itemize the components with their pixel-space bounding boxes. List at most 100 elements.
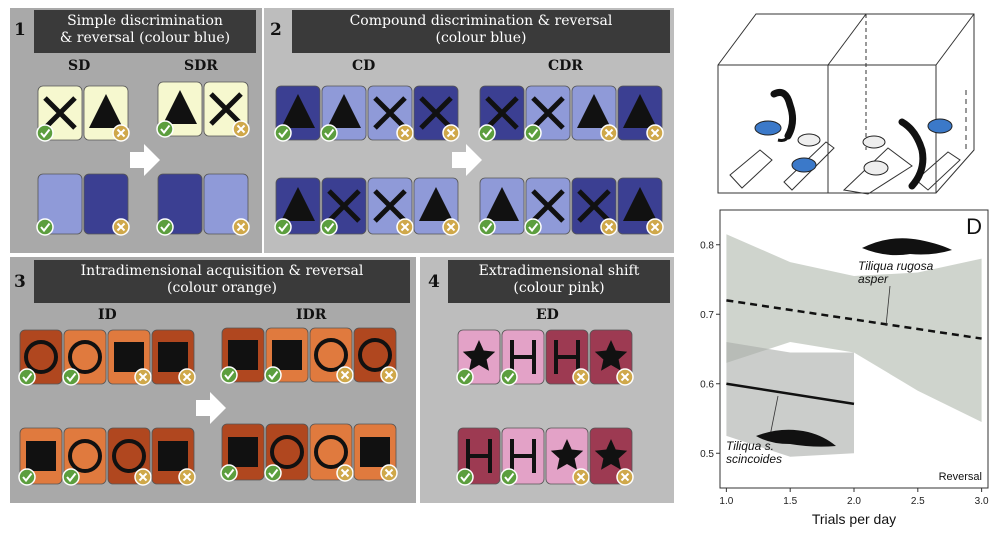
square-shape	[360, 437, 390, 467]
check-badge-icon	[220, 366, 238, 384]
check-badge-icon	[62, 368, 80, 386]
square-shape	[228, 340, 258, 370]
check-badge-icon	[156, 120, 174, 138]
triangle-shape	[577, 94, 611, 128]
label-sdr: SDR	[184, 58, 218, 74]
stimulus-card	[18, 427, 63, 486]
hide-block-left	[729, 149, 773, 189]
stimulus-card	[264, 423, 309, 482]
label-sd: SD	[68, 58, 91, 74]
stimulus-card	[478, 177, 525, 236]
panel-letter: D	[966, 214, 982, 239]
series-label-2: Tiliqua s.scincoides	[726, 439, 782, 466]
cross-shape	[209, 92, 243, 126]
cross-shape	[577, 189, 611, 223]
stimulus-card	[62, 329, 107, 386]
x-badge-icon	[336, 464, 354, 482]
panel-label: Reversal	[939, 471, 982, 483]
triangle-shape	[419, 187, 453, 221]
x-badge-icon	[396, 218, 414, 236]
x-badge-icon	[336, 366, 354, 384]
stimulus-card	[524, 177, 571, 236]
triangle-shape	[623, 94, 657, 128]
triangle-shape	[89, 94, 123, 128]
cross-shape	[373, 189, 407, 223]
dish-blue-3	[927, 118, 953, 134]
arrow-icon	[130, 144, 160, 176]
stimulus-card	[413, 177, 460, 236]
stimulus-card	[571, 177, 618, 236]
panel-1-title-line2: & reversal (colour blue)	[59, 30, 231, 46]
letter-h-shape	[466, 439, 492, 473]
circle-shape	[270, 435, 304, 469]
lizard-icon-right	[898, 118, 927, 190]
check-badge-icon	[264, 366, 282, 384]
stimulus-card	[320, 85, 367, 142]
letter-h-shape	[554, 340, 580, 374]
cross-shape	[531, 189, 565, 223]
stimulus-card	[456, 427, 501, 486]
label-id: ID	[98, 307, 117, 323]
dish-blue-1	[754, 120, 782, 136]
stimulus-card	[220, 327, 265, 384]
star-shape	[550, 439, 584, 470]
stimulus-card	[367, 85, 414, 142]
stimulus-card	[83, 85, 130, 142]
cross-shape	[327, 189, 361, 223]
x-tick-label: 2.5	[911, 496, 925, 507]
check-badge-icon	[62, 468, 80, 486]
dish-white-3	[863, 160, 889, 176]
ci-band-series-2	[726, 342, 854, 457]
x-tick-label: 1.5	[783, 496, 797, 507]
square-shape	[228, 437, 258, 467]
stimulus-cards	[18, 81, 664, 486]
panel-3-title-line2: (colour orange)	[167, 280, 277, 296]
stimulus-card	[309, 327, 354, 384]
hide-block-right	[915, 151, 961, 191]
dish-white-2	[862, 135, 886, 149]
check-badge-icon	[320, 218, 338, 236]
x-badge-icon	[616, 368, 634, 386]
letter-h-shape	[510, 439, 536, 473]
x-badge-icon	[178, 468, 196, 486]
stimulus-card	[500, 329, 545, 386]
stimulus-card	[571, 85, 618, 142]
y-tick-label: 0.5	[700, 449, 714, 460]
x-tick-label: 3.0	[975, 496, 989, 507]
circle-shape	[68, 340, 102, 374]
stimulus-card	[203, 173, 250, 236]
panel-3-title: Intradimensional acquisition & reversal …	[34, 260, 410, 303]
check-badge-icon	[320, 124, 338, 142]
stimulus-card	[220, 423, 265, 482]
circle-shape	[314, 338, 348, 372]
check-badge-icon	[456, 368, 474, 386]
stimulus-card	[264, 327, 309, 384]
x-badge-icon	[232, 218, 250, 236]
x-badge-icon	[646, 218, 664, 236]
check-badge-icon	[500, 468, 518, 486]
x-badge-icon	[600, 124, 618, 142]
stimulus-card	[274, 85, 321, 142]
x-badge-icon	[112, 218, 130, 236]
check-badge-icon	[18, 468, 36, 486]
stimulus-card	[309, 423, 354, 482]
check-badge-icon	[36, 218, 54, 236]
square-shape	[114, 342, 144, 372]
y-tick-label: 0.8	[700, 240, 714, 251]
stimulus-card	[367, 177, 414, 236]
check-badge-icon	[524, 218, 542, 236]
x-badge-icon	[134, 368, 152, 386]
panel-4-title-line2: (colour pink)	[513, 280, 605, 296]
circle-shape	[112, 439, 146, 473]
x-badge-icon	[232, 120, 250, 138]
check-badge-icon	[18, 368, 36, 386]
feeder-tray-left	[783, 141, 835, 191]
panel-4-title-line1: Extradimensional shift	[478, 263, 640, 279]
check-badge-icon	[478, 218, 496, 236]
stimulus-card	[617, 177, 664, 236]
check-badge-icon	[156, 218, 174, 236]
stimulus-card	[107, 329, 152, 386]
check-badge-icon	[220, 464, 238, 482]
